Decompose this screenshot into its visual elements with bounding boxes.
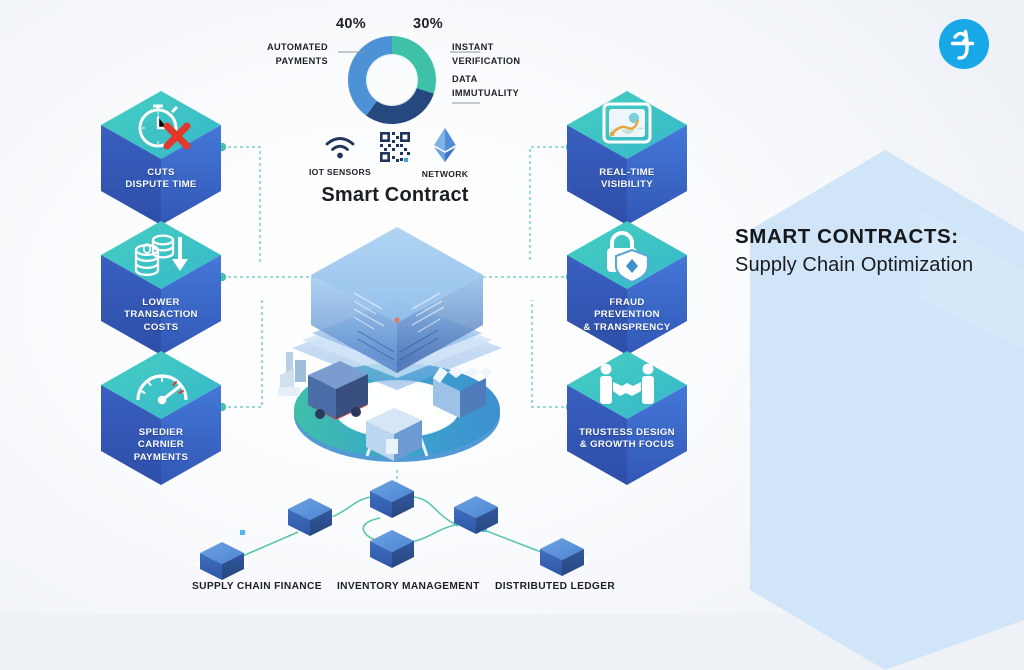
chain-cube <box>450 496 502 534</box>
handshake-icon <box>600 363 654 404</box>
donut-label-line: PAYMENTS <box>275 56 328 67</box>
card-lower-transaction-costs[interactable]: LOWER TRANSACTION COSTS <box>99 218 223 358</box>
coins-down-arrow-icon <box>134 234 188 276</box>
chain-cube <box>366 530 418 568</box>
donut-label-line: IMMUTUALITY <box>452 88 520 99</box>
hexagon-shape <box>101 221 221 355</box>
card-fraud-prevention[interactable]: FRAUD PREVENTION & TRANSPRENCY <box>565 218 689 358</box>
hexagon-shape <box>101 351 221 485</box>
truck-icon <box>308 361 368 420</box>
icon-cell-qr-code[interactable] <box>367 132 423 169</box>
donut-chart <box>347 35 436 125</box>
page-subtitle: Supply Chain Optimization <box>735 253 974 276</box>
speedometer-icon <box>136 374 188 405</box>
donut-label-automated-payments: AUTOMATED PAYMENTS <box>250 40 328 69</box>
card-cuts-dispute-time[interactable]: CUTS DISPUTE TIME <box>99 88 223 228</box>
donut-label-line: AUTOMATED <box>267 42 328 52</box>
card-real-time-visibility[interactable]: REAL-TIME VISIBILITY <box>565 88 689 228</box>
icon-caption: IOT SENSORS <box>308 167 372 177</box>
factory-icon <box>278 352 306 396</box>
page-title: SMART CONTRACTS: <box>735 225 959 248</box>
chain-cube <box>536 538 588 576</box>
bottom-label-inventory-management: INVENTORY MANAGEMENT <box>337 581 480 592</box>
donut-label-instant-verification: INSTANT VERIFICATION <box>452 40 542 69</box>
brand-logo[interactable] <box>938 18 990 70</box>
donut-label-data-immutuality: DATA IMMUTUALITY <box>452 72 542 101</box>
donut-label-line: INSTANT <box>452 42 494 52</box>
donut-label-line: VERIFICATION <box>452 56 521 67</box>
icon-cell-network[interactable]: NETWORK <box>418 128 472 179</box>
chain-cube <box>284 498 336 536</box>
store-icon <box>433 367 492 418</box>
qr-code-icon <box>380 132 410 162</box>
donut-label-line: DATA <box>452 74 478 84</box>
chain-cube <box>196 542 248 580</box>
iot-sensors-icon <box>325 137 355 159</box>
donut-pct-automated: 40% <box>336 16 366 32</box>
chain-cube <box>366 480 418 518</box>
warehouse-icon <box>366 408 422 461</box>
bottom-block-chain <box>196 480 588 580</box>
ethereum-network-icon <box>434 128 456 162</box>
center-heading: Smart Contract <box>321 184 469 206</box>
donut-leader-lines <box>338 51 480 104</box>
card-trustless-design[interactable]: TRUSTESS DESIGN & GROWTH FOCUS <box>565 348 689 488</box>
icon-caption: NETWORK <box>421 169 469 179</box>
background-polygon <box>750 150 1024 670</box>
card-speedier-carrier-payments[interactable]: SPEDIER CARNIER PAYMENTS <box>99 348 223 488</box>
stopwatch-cross-icon <box>138 104 191 150</box>
center-blockchain-cube <box>278 227 502 462</box>
bottom-label-supply-chain-finance: SUPPLY CHAIN FINANCE <box>192 581 322 592</box>
title-block: SMART CONTRACTS: Supply Chain Optimizati… <box>735 224 1024 279</box>
bottom-label-distributed-ledger: DISTRIBUTED LEDGER <box>495 581 616 592</box>
lock-shield-icon <box>607 231 650 282</box>
map-tablet-icon <box>602 102 652 144</box>
icon-cell-iot-sensors[interactable]: IOT SENSORS <box>305 134 375 177</box>
donut-pct-instant: 30% <box>413 16 443 32</box>
